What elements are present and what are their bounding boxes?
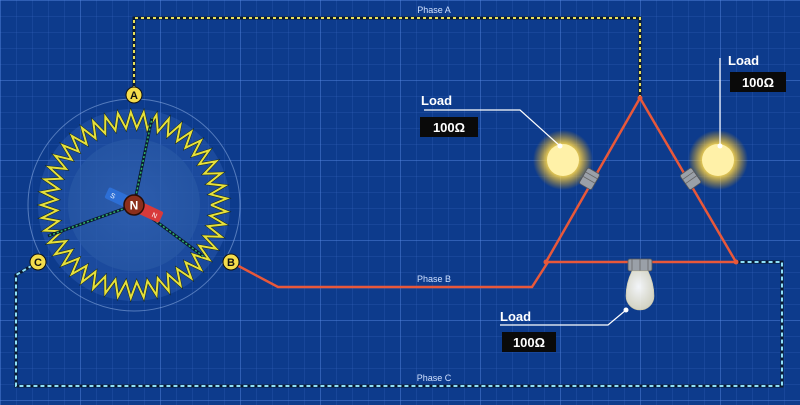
phase-a-label: Phase A — [417, 5, 451, 15]
phase-b-label: Phase B — [417, 274, 451, 284]
load-value-left: 100Ω — [433, 120, 465, 135]
magnet-south-pole: S — [109, 192, 116, 200]
load-leader-left — [424, 109, 563, 149]
phase-a-wire — [132, 16, 642, 98]
magnet-north-pole: N — [150, 212, 158, 220]
phase-c-label: Phase C — [417, 373, 452, 383]
load-title-left: Load — [421, 93, 452, 108]
generator: S N N — [27, 98, 241, 312]
svg-text:A: A — [130, 90, 138, 102]
load-bulb-left — [533, 130, 600, 190]
phase-c-wire — [14, 260, 784, 388]
load-leader-bottom — [500, 307, 629, 326]
load-bulb-bottom — [625, 258, 655, 311]
terminal-b: B — [222, 253, 240, 271]
terminal-c: C — [29, 253, 47, 271]
load-value-box-right — [730, 72, 786, 92]
load-title-bottom: Load — [500, 309, 531, 324]
svg-text:B: B — [227, 257, 235, 269]
load-title-right: Load — [728, 53, 759, 68]
stator-coil-highlight — [37, 108, 230, 302]
svg-text:C: C — [34, 257, 42, 269]
load-bulb-right — [680, 130, 748, 190]
load-leader-right — [717, 58, 723, 149]
terminal-a: A — [125, 86, 143, 104]
phase-b-wire — [230, 260, 550, 289]
load-value-box-left — [420, 117, 478, 137]
load-value-box-bottom — [502, 332, 556, 352]
load-value-bottom: 100Ω — [513, 335, 545, 350]
load-value-right: 100Ω — [742, 75, 774, 90]
rotor-center-label: N — [130, 199, 139, 213]
